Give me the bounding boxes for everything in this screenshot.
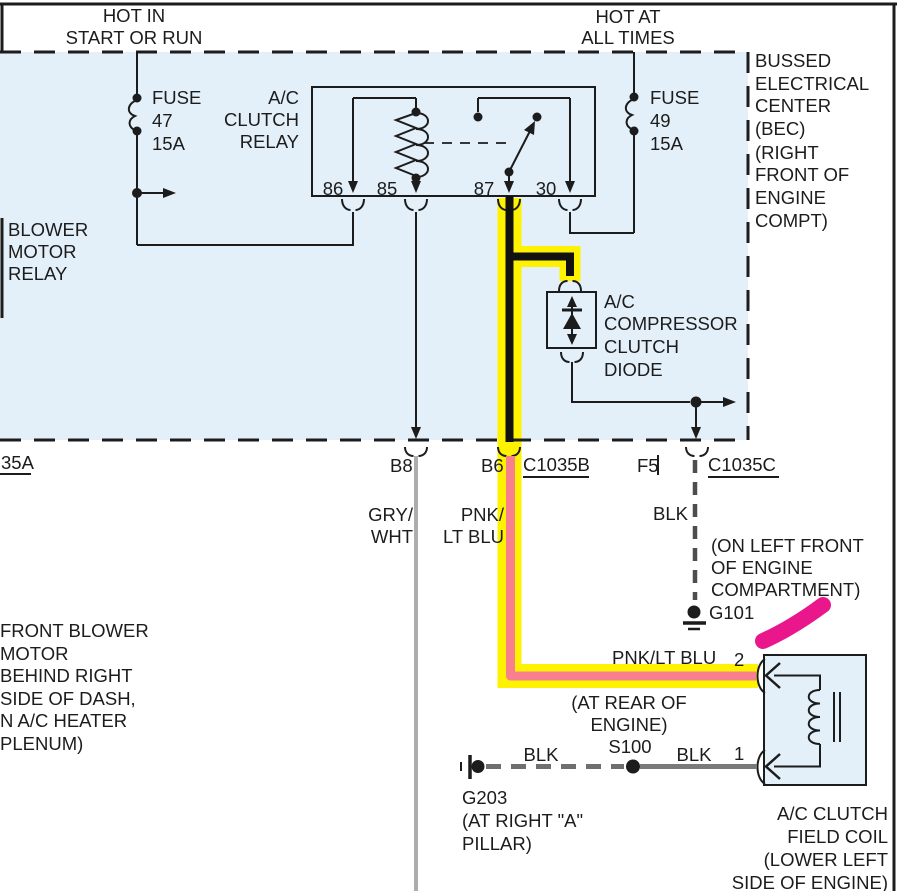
- diode-label: CLUTCH: [604, 336, 679, 357]
- field-coil-label: (LOWER LEFT: [764, 849, 888, 870]
- left-note: FRONT BLOWER: [0, 620, 149, 641]
- s100-note: ENGINE): [590, 714, 667, 735]
- diode-label: DIODE: [604, 359, 663, 380]
- pin85-wire: [411, 212, 421, 439]
- relay-pin-87: 87: [474, 178, 495, 199]
- ac-compressor-clutch-diode-symbol: [546, 280, 736, 439]
- hot-in-label: HOT IN: [103, 5, 165, 26]
- fuse-47-number: 47: [152, 110, 173, 131]
- blower-motor-relay-label: RELAY: [8, 263, 67, 284]
- relay-label: CLUTCH: [224, 109, 299, 130]
- bec-bottom-connectors: [404, 446, 709, 475]
- field-coil-pin2: 2: [734, 649, 744, 670]
- pnk-ltblu-wire: [506, 456, 756, 681]
- pin87-black-wire: [505, 196, 574, 442]
- fuse-47-rating: 15A: [152, 133, 186, 154]
- left-note: BEHIND RIGHT: [0, 665, 133, 686]
- bec-label: ELECTRICAL: [755, 73, 869, 94]
- magenta-highlight-mark: [755, 597, 831, 649]
- fuse-49-symbol: [624, 98, 635, 131]
- left-note: N A/C HEATER: [0, 710, 127, 731]
- bec-label: BUSSED: [755, 50, 831, 71]
- g203-ground-dot: [471, 760, 485, 773]
- connector-b6: B6: [481, 455, 504, 476]
- g203-note: PILLAR): [462, 833, 532, 854]
- wire-color-gry-wht: GRY/: [368, 504, 414, 525]
- bec-label: ENGINE: [755, 187, 826, 208]
- wire-color-blk-s100: BLK: [677, 744, 713, 765]
- fuse-49-number: 49: [650, 110, 671, 131]
- relay-label: A/C: [268, 87, 299, 108]
- relay-pin-86: 86: [323, 178, 344, 199]
- blk-wire-to-g101: [683, 460, 706, 631]
- g203-id: G203: [462, 787, 507, 808]
- fuse-47-label: FUSE: [152, 87, 201, 108]
- bec-area: [0, 52, 748, 440]
- wire-color-blk-f5: BLK: [653, 503, 689, 524]
- bec-label: FRONT OF: [755, 164, 849, 185]
- hot-at-label: HOT AT: [595, 6, 660, 27]
- blower-motor-relay-label: MOTOR: [8, 241, 77, 262]
- field-coil-label: A/C CLUTCH: [777, 803, 888, 824]
- fuse-47-symbol: [127, 99, 138, 132]
- wire-color-blk-g203: BLK: [524, 744, 560, 765]
- g203-note: (AT RIGHT "A": [462, 810, 583, 831]
- fuse-49-label: FUSE: [650, 87, 699, 108]
- relay-coil-humps: [415, 112, 429, 178]
- wire-color-ltblu: LT BLU: [443, 526, 504, 547]
- fuse-49-circuit: [569, 52, 639, 234]
- relay-pin-30: 30: [536, 178, 557, 199]
- ac-clutch-relay-symbol: [311, 86, 596, 197]
- wire-color-pnk-ltblu-h: PNK/LT BLU: [612, 647, 716, 668]
- wire-color-pnk: PNK/: [461, 504, 505, 525]
- hot-at-label2: ALL TIMES: [581, 27, 675, 48]
- field-coil-label: SIDE OF ENGINE): [732, 872, 888, 891]
- ground-wiring: [460, 755, 757, 779]
- bec-label: (RIGHT: [755, 142, 819, 163]
- diode-label: A/C: [604, 291, 635, 312]
- bec-label: CENTER: [755, 95, 831, 116]
- bec-label: COMPT): [755, 210, 828, 231]
- left-note: SIDE OF DASH,: [0, 688, 136, 709]
- bec-label: (BEC): [755, 118, 805, 139]
- connector-f5: F5: [637, 455, 659, 476]
- g101-id: G101: [709, 602, 754, 623]
- blower-motor-relay-label: BLOWER: [8, 219, 88, 240]
- hot-in-label2: START OR RUN: [66, 27, 203, 48]
- ac-clutch-field-coil-symbol: [756, 654, 867, 786]
- left-note: PLENUM): [0, 733, 83, 754]
- s100-note: (AT REAR OF: [571, 692, 686, 713]
- field-coil-label: FIELD COIL: [787, 826, 888, 847]
- field-coil-pin1: 1: [734, 743, 744, 764]
- s100-id: S100: [608, 736, 651, 757]
- connector-b8: B8: [390, 455, 413, 476]
- s100-splice-dot: [626, 759, 640, 774]
- connector-c1035c: C1035C: [708, 454, 776, 475]
- wire-color-gry-wht2: WHT: [371, 526, 413, 547]
- relay-pin-connectors: [341, 198, 582, 211]
- g101-note: (ON LEFT FRONT: [711, 535, 864, 556]
- fuse-49-rating: 15A: [650, 133, 684, 154]
- relay-label: RELAY: [240, 131, 299, 152]
- fuse-47-circuit: [127, 52, 354, 246]
- g101-note: OF ENGINE: [711, 557, 813, 578]
- relay-switch-arm-arrow: [524, 121, 535, 135]
- g101-note: COMPARTMENT): [711, 579, 860, 600]
- diode-label: COMPRESSOR: [604, 313, 738, 334]
- bec-dashed-border: [0, 50, 750, 442]
- field-coil-humps: [807, 689, 821, 745]
- diode-triangle: [563, 313, 581, 329]
- left-note: MOTOR: [0, 643, 69, 664]
- connector-left-partial: 35A: [1, 452, 35, 473]
- text-layer: HOT IN START OR RUN HOT AT ALL TIMES BUS…: [0, 5, 888, 891]
- relay-pin-85: 85: [377, 178, 398, 199]
- connector-c1035b: C1035B: [523, 454, 590, 475]
